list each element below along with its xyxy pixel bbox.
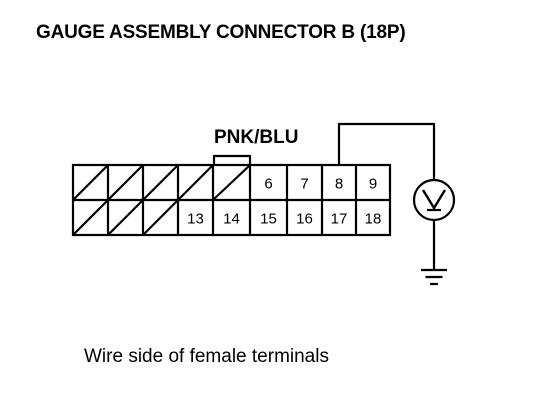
wire-color-label: PNK/BLU bbox=[214, 127, 299, 148]
unused-cavity-hatch bbox=[178, 165, 213, 200]
terminal-number: 9 bbox=[369, 176, 377, 193]
terminal-number: 8 bbox=[335, 176, 343, 193]
voltmeter-symbol bbox=[421, 189, 447, 211]
probe-lead bbox=[337, 122, 436, 180]
terminal-number: 15 bbox=[260, 211, 277, 228]
connector-body: 6 7 8 9 13 14 15 16 17 18 bbox=[71, 154, 392, 237]
terminal-number: 17 bbox=[331, 211, 348, 228]
connector-lock-tab bbox=[212, 154, 252, 165]
terminal-number: 13 bbox=[187, 211, 204, 228]
unused-cavity-hatch bbox=[73, 200, 108, 235]
terminal-number: 14 bbox=[223, 211, 240, 228]
terminal-number: 18 bbox=[365, 211, 382, 228]
voltmeter-icon bbox=[412, 178, 456, 222]
terminal-number: 7 bbox=[300, 176, 308, 193]
unused-cavity-hatch bbox=[108, 200, 143, 235]
view-caption: Wire side of female terminals bbox=[84, 346, 329, 367]
unused-cavity-hatch bbox=[108, 165, 143, 200]
unused-cavity-hatch bbox=[143, 200, 178, 235]
test-wiring bbox=[337, 122, 456, 286]
unused-cavity-hatch bbox=[213, 165, 250, 200]
terminal-number: 16 bbox=[296, 211, 313, 228]
terminal-number: 6 bbox=[264, 176, 272, 193]
diagram-title: GAUGE ASSEMBLY CONNECTOR B (18P) bbox=[36, 22, 406, 43]
unused-cavity-hatch bbox=[143, 165, 178, 200]
unused-cavity-hatch bbox=[73, 165, 108, 200]
